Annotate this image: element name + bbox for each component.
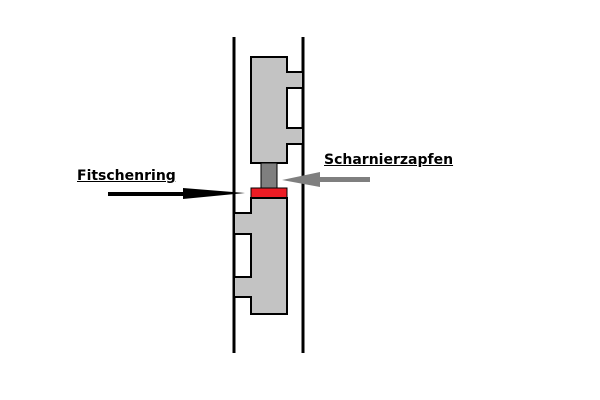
scharnierzapfen-label: Scharnierzapfen [324,152,454,168]
fitschenring-arrow [108,188,245,199]
hinge-pin [260,162,278,189]
fitschenring-ring [250,187,288,199]
fitschenring-label: Fitschenring [77,168,176,184]
lower-hinge-part [233,197,288,315]
upper-hinge-part [250,56,304,164]
scharnierzapfen-arrow [282,172,370,187]
